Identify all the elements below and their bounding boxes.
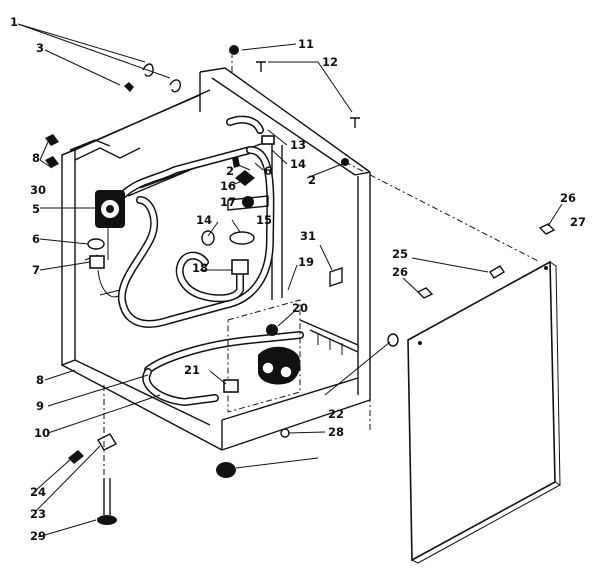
callout-8: 8 (32, 151, 40, 165)
callout-23: 23 (30, 507, 46, 521)
callout-21: 21 (184, 363, 200, 377)
callout-20: 20 (292, 301, 308, 315)
callout-2: 2 (226, 164, 234, 178)
callout-10: 10 (34, 426, 50, 440)
callout-11: 11 (298, 37, 314, 51)
callout-19: 19 (298, 255, 314, 269)
callout-30: 30 (30, 183, 46, 197)
callout-28: 28 (328, 425, 344, 439)
callout-6: 6 (264, 164, 272, 178)
callout-labels: 1 3 11 12 13 14 2 6 8 30 5 6 7 2 16 15 1… (10, 15, 586, 543)
callout-15: 15 (256, 213, 272, 227)
dash-dot-leaders (103, 55, 541, 480)
callout-25: 25 (392, 247, 408, 261)
callout-5: 5 (32, 202, 40, 216)
leader-lines (17, 23, 563, 538)
callout-9: 9 (36, 399, 44, 413)
callout-8: 8 (36, 373, 44, 387)
callout-14: 14 (196, 213, 212, 227)
callout-12: 12 (322, 55, 338, 69)
callout-31: 31 (300, 229, 316, 243)
callout-6: 6 (32, 232, 40, 246)
callout-16: 16 (220, 179, 236, 193)
callout-29: 29 (30, 529, 46, 543)
callout-3: 3 (36, 41, 44, 55)
callout-14: 14 (290, 157, 306, 171)
front-panel (407, 260, 561, 564)
callout-26: 26 (392, 265, 408, 279)
callout-24: 24 (30, 485, 46, 499)
components (45, 45, 556, 525)
callout-7: 7 (32, 263, 40, 277)
callout-13: 13 (290, 138, 306, 152)
callout-2: 2 (308, 173, 316, 187)
cabinet-frame (61, 67, 371, 451)
callout-17: 17 (220, 195, 236, 209)
callout-18: 18 (192, 261, 208, 275)
callout-22: 22 (328, 407, 344, 421)
callout-1: 1 (10, 15, 18, 29)
callout-27: 27 (570, 215, 586, 229)
callout-26: 26 (560, 191, 576, 205)
